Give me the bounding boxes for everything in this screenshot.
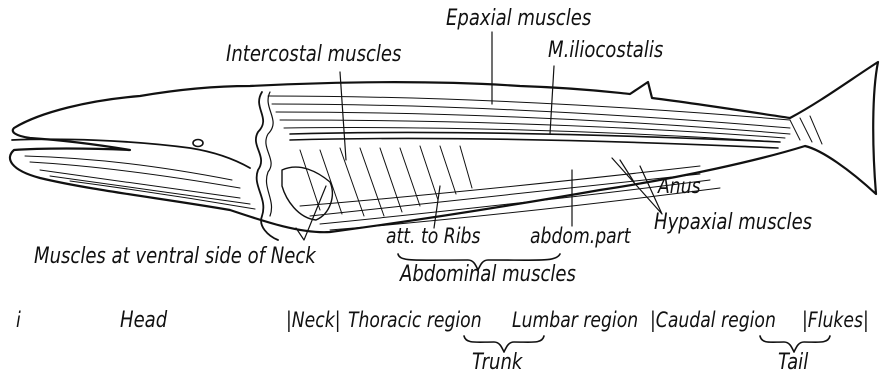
region-tail: Tail	[778, 352, 808, 374]
region-lumbar: Lumbar region	[512, 310, 638, 331]
label-ventral-neck-muscles: Muscles at ventral side of Neck	[34, 246, 316, 268]
leader-iliocostalis	[550, 66, 554, 134]
region-marker: i	[16, 310, 21, 331]
region-caudal: |Caudal region	[650, 310, 776, 331]
label-intercostal-muscles: Intercostal muscles	[226, 44, 401, 66]
region-trunk: Trunk	[472, 352, 522, 374]
label-anus: Anus	[658, 176, 701, 197]
leader-att-ribs	[434, 186, 440, 228]
region-head: Head	[120, 310, 167, 332]
leader-intercostal	[340, 72, 346, 160]
label-hypaxial-muscles: Hypaxial muscles	[654, 212, 812, 234]
iliocostalis-band	[290, 132, 780, 148]
leader-anus	[620, 160, 634, 182]
label-att-to-ribs: att. to Ribs	[386, 226, 480, 247]
region-flukes: |Flukes|	[802, 310, 869, 331]
label-epaxial-muscles: Epaxial muscles	[446, 8, 591, 30]
label-abdominal-muscles: Abdominal muscles	[400, 264, 576, 286]
dissection-edge	[256, 92, 278, 240]
eye-mark	[193, 140, 203, 147]
region-neck: |Neck|	[286, 310, 341, 331]
neck-muscle-patch	[282, 167, 332, 220]
epaxial-fibres	[268, 96, 790, 142]
label-iliocostalis: M.iliocostalis	[548, 40, 663, 62]
fluke-fibres	[790, 116, 822, 144]
region-thoracic: Thoracic region	[348, 310, 482, 331]
rib-lines	[300, 146, 472, 216]
label-abdom-part: abdom.part	[530, 226, 631, 247]
